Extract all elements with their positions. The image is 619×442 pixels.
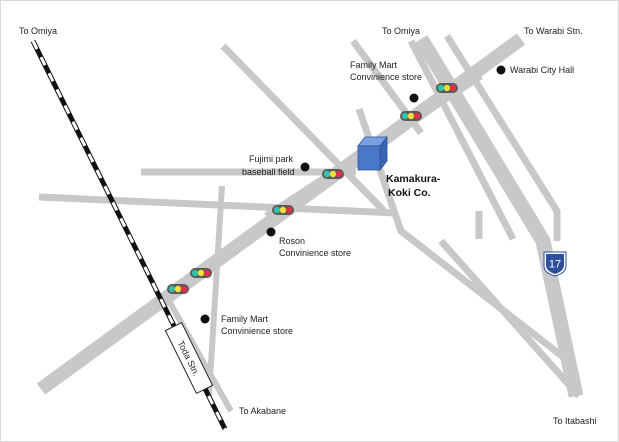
- road-south-vertical: [206, 185, 225, 397]
- traffic-signal-icon: [436, 83, 458, 93]
- road-west-horizontal: [38, 193, 397, 217]
- route-shield-icon: 17: [543, 251, 567, 277]
- black-dot-icon: [300, 162, 310, 172]
- fujimi-park-label-line1: Fujimi park: [249, 154, 294, 164]
- black-dot-icon: [496, 65, 506, 75]
- route-17-road: [414, 35, 584, 398]
- company-name-line1: Kamakura-: [386, 173, 441, 185]
- roads: [36, 33, 584, 413]
- route-number: 17: [549, 259, 561, 271]
- fujimi-park-label-line2: baseball field: [242, 167, 295, 177]
- blue-cube-icon[interactable]: [357, 135, 388, 172]
- direction-itabashi: To Itabashi: [553, 416, 597, 426]
- traffic-signal-icon: [167, 284, 189, 294]
- black-dot-icon: [266, 227, 276, 237]
- road-southeast: [438, 238, 582, 399]
- road-east-bend: [444, 34, 561, 241]
- roson-label-line1: Roson: [279, 236, 305, 246]
- warabi-city-hall-label: Warabi City Hall: [510, 65, 574, 75]
- direction-omiya-left: To Omiya: [19, 26, 57, 36]
- family-mart-north-label-line2: Convinience store: [350, 72, 422, 82]
- family-mart-north-label-line1: Family Mart: [350, 60, 397, 70]
- road-northwest-diagonal: [220, 43, 389, 216]
- road-northeast-long: [407, 39, 517, 241]
- black-dot-icon: [200, 314, 210, 324]
- family-mart-south-label-line2: Convinience store: [221, 326, 293, 336]
- road-southwest: [166, 299, 234, 413]
- direction-warabi-stn: To Warabi Stn.: [524, 26, 583, 36]
- black-dot-icon: [409, 93, 419, 103]
- traffic-signal-icon: [272, 205, 294, 215]
- traffic-signal-icon: [322, 169, 344, 179]
- traffic-signal-icon: [400, 111, 422, 121]
- family-mart-south-label-line1: Family Mart: [221, 314, 268, 324]
- roson-label-line2: Convinience store: [279, 248, 351, 258]
- traffic-signal-icon: [190, 268, 212, 278]
- direction-omiya-top: To Omiya: [382, 26, 420, 36]
- direction-akabane: To Akabane: [239, 406, 286, 416]
- traffic-signals: [167, 83, 458, 294]
- company-name-line2: Koki Co.: [388, 187, 431, 199]
